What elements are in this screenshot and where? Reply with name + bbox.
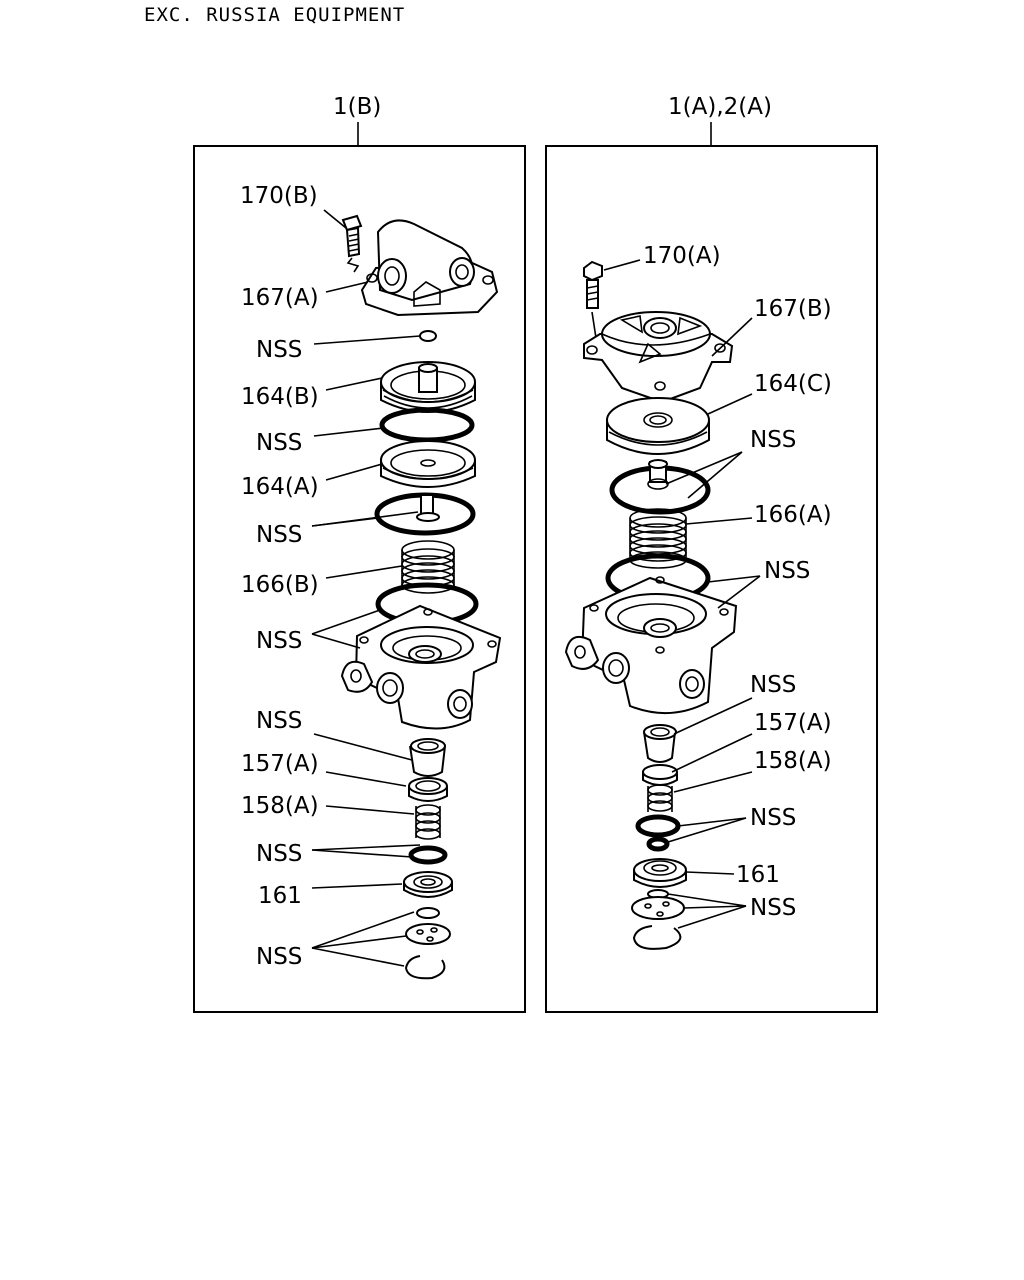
valve-body-right — [564, 576, 738, 715]
right-panel: 1(A),2(A) — [545, 94, 878, 1013]
callout-158a-right: 158(A) — [754, 748, 832, 774]
callout-167a: 167(A) — [241, 285, 319, 311]
right-leader-lines — [603, 259, 761, 929]
valve-seat-161-right — [633, 858, 687, 888]
spring-166b — [401, 540, 455, 594]
callout-nss-r1: NSS — [750, 427, 796, 453]
callout-164c: 164(C) — [754, 371, 832, 397]
callout-nss-7: NSS — [256, 944, 302, 970]
o-ring-and-stem — [374, 492, 476, 536]
washer-right — [631, 896, 685, 920]
diaphragm-164b — [380, 361, 476, 413]
bolt-170b — [341, 214, 363, 273]
piston-158a-right — [642, 764, 678, 812]
callout-157a: 157(A) — [241, 751, 319, 777]
callout-nss-4: NSS — [256, 628, 302, 654]
callout-nss-r4: NSS — [750, 805, 796, 831]
o-ring-and-stem-right — [609, 459, 711, 515]
o-ring-right-1 — [635, 814, 681, 838]
diaphragm-164c — [606, 397, 710, 455]
callout-166a: 166(A) — [754, 502, 832, 528]
valve-seat-161 — [403, 871, 453, 898]
callout-nss-1: NSS — [256, 337, 302, 363]
left-panel: 1(B) — [193, 94, 526, 1013]
left-panel-title: 1(B) — [333, 94, 381, 120]
callout-157a-right: 157(A) — [754, 710, 832, 736]
callout-nss-3: NSS — [256, 522, 302, 548]
cover-167b — [583, 311, 734, 404]
snap-ring-right — [632, 925, 682, 950]
left-panel-frame — [193, 145, 526, 1013]
callout-nss-r5: NSS — [750, 895, 796, 921]
callout-nss-r3: NSS — [750, 672, 796, 698]
piston-158a — [408, 777, 448, 840]
right-panel-title: 1(A),2(A) — [668, 94, 772, 120]
snap-ring — [404, 955, 446, 980]
valve-body-left — [340, 604, 502, 730]
callout-170a: 170(A) — [643, 243, 721, 269]
small-o-ring — [419, 330, 437, 342]
left-leader-lines — [311, 209, 421, 967]
large-o-ring-1 — [379, 407, 475, 443]
washer — [405, 923, 451, 945]
callout-161: 161 — [258, 883, 302, 909]
callout-nss-2: NSS — [256, 430, 302, 456]
callout-161-right: 161 — [736, 862, 780, 888]
right-panel-frame — [545, 145, 878, 1013]
bushing-157a-right — [643, 724, 677, 763]
bolt-170a — [583, 260, 603, 339]
callout-170b: 170(B) — [240, 183, 318, 209]
small-o-ring-3 — [416, 907, 440, 919]
o-ring-right-2 — [646, 836, 670, 852]
page-title: EXC. RUSSIA EQUIPMENT — [144, 4, 406, 26]
callout-164b: 164(B) — [241, 384, 319, 410]
bushing-157a — [409, 738, 446, 777]
diaphragm-164a — [380, 440, 476, 488]
callout-nss-r2: NSS — [764, 558, 810, 584]
cover-167a — [360, 219, 499, 317]
callout-164a: 164(A) — [241, 474, 319, 500]
spring-166a — [629, 508, 687, 569]
callout-158a: 158(A) — [241, 793, 319, 819]
callout-167b: 167(B) — [754, 296, 832, 322]
callout-nss-5: NSS — [256, 708, 302, 734]
small-o-ring-2 — [408, 845, 448, 865]
callout-nss-6: NSS — [256, 841, 302, 867]
callout-166b: 166(B) — [241, 572, 319, 598]
